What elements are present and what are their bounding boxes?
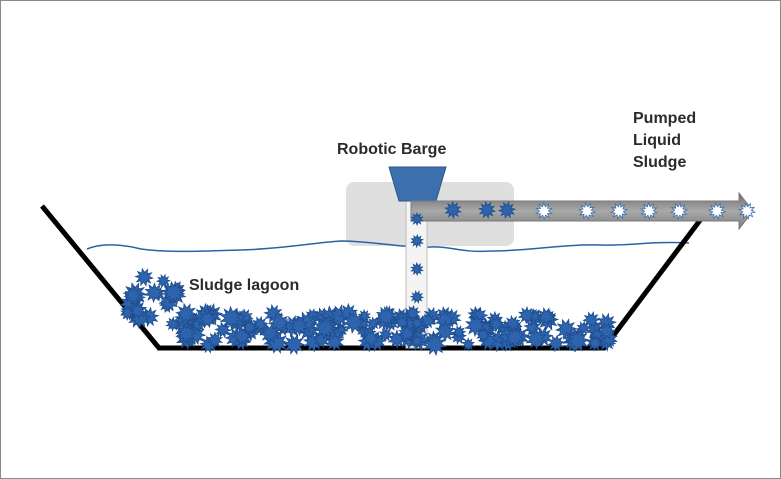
sludge-in-discharge-pipe — [444, 200, 757, 221]
sludge-particle — [404, 304, 421, 322]
sludge-particle — [342, 310, 366, 335]
sludge-in-suction-pipe — [409, 211, 425, 349]
sludge-particle — [565, 328, 590, 353]
sludge-particle — [325, 331, 345, 352]
sludge-particle — [219, 305, 243, 330]
sludge-particle — [410, 333, 424, 349]
pumped-liquid-sludge-label: Pumped Liquid Sludge — [633, 108, 696, 174]
sludge-particle — [737, 201, 757, 221]
sludge-particle — [475, 327, 491, 343]
sludge-particle — [313, 316, 337, 340]
sludge-particle — [155, 273, 172, 289]
sludge-particle — [517, 305, 536, 325]
sludge-bed — [119, 267, 619, 357]
sludge-particle — [669, 201, 689, 221]
sludge-particle — [409, 290, 425, 304]
sludge-particle — [419, 312, 437, 330]
lagoon-wall — [40, 201, 715, 351]
sludge-particle — [444, 200, 462, 220]
sludge-particle — [129, 301, 147, 320]
sludge-particle — [609, 201, 629, 221]
sludge-particle — [524, 327, 547, 350]
sludge-particle — [410, 211, 424, 227]
sludge-particle — [423, 332, 447, 357]
water-surface-line — [86, 240, 690, 253]
sludge-particle — [587, 335, 604, 352]
pumped-label-line-2: Liquid — [633, 132, 681, 149]
sludge-particle — [477, 200, 497, 220]
sludge-particle — [375, 305, 397, 328]
sludge-particle — [397, 324, 416, 343]
sludge-particle — [161, 280, 186, 305]
sludge-particle — [451, 324, 467, 340]
sludge-particle — [241, 319, 258, 336]
pumped-label-line-3: Sludge — [633, 154, 687, 171]
sludge-particle — [288, 315, 310, 337]
sludge-particle — [175, 302, 198, 325]
sludge-particle — [282, 333, 306, 356]
sludge-particle — [577, 201, 597, 221]
sludge-lagoon-label: Sludge lagoon — [189, 277, 300, 294]
sludge-particle — [707, 202, 727, 220]
sludge-particle — [134, 267, 154, 287]
robotic-barge-label: Robotic Barge — [337, 141, 447, 158]
sludge-particle — [536, 307, 556, 326]
sludge-particle — [410, 233, 424, 249]
sludge-particle — [409, 315, 425, 331]
sludge-particle — [640, 201, 658, 221]
sludge-particle — [464, 314, 487, 338]
sludge-particle — [535, 201, 553, 221]
sludge-particle — [143, 282, 165, 304]
sludge-particle — [378, 327, 394, 343]
sludge-particle — [259, 323, 281, 344]
sludge-particle — [394, 314, 411, 331]
sludge-particle — [504, 326, 526, 349]
sludge-particle — [547, 334, 566, 353]
sludge-particle — [461, 337, 476, 352]
sludge-particle — [197, 309, 218, 329]
sludge-particle — [410, 261, 424, 277]
sludge-particle — [361, 329, 381, 348]
pumped-label-line-1: Pumped — [633, 110, 697, 127]
sludge-particle — [487, 315, 505, 333]
sludge-particle — [434, 320, 456, 343]
sludge-particle — [554, 318, 578, 341]
sludge-particle — [123, 285, 143, 306]
sludge-particle — [497, 201, 517, 219]
sludge-particle — [206, 331, 224, 349]
sludge-particle — [597, 322, 617, 341]
barge-hopper — [388, 166, 447, 202]
sludge-particle — [176, 323, 198, 344]
